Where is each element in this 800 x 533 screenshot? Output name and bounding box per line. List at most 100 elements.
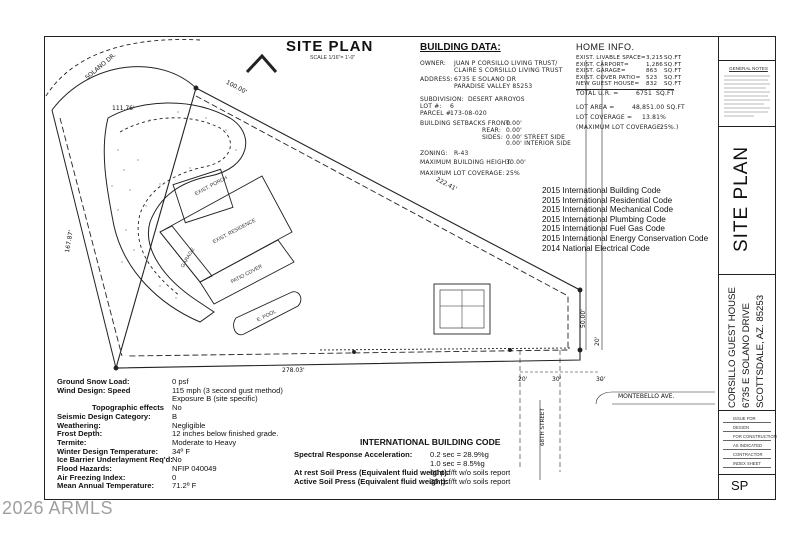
dimension-label: 20' (594, 336, 601, 346)
home-info-value: 1,286 (646, 61, 664, 68)
criteria-value: No (172, 455, 182, 465)
sides-label: SIDES: (482, 134, 504, 141)
max-coverage-label: MAXIMUM LOT COVERAGE: (420, 170, 505, 177)
divider (576, 89, 674, 90)
revision-note: CONTRACTOR (733, 452, 763, 457)
home-info-label: EXIST. COVER PATIO= (576, 74, 641, 81)
general-notes-title: GENERAL NOTES (729, 66, 768, 71)
setback-front: 0.00' (506, 120, 523, 127)
criteria-label: Topographic effects (92, 403, 165, 413)
criteria-label: Mean Annual Temperature: (57, 481, 155, 491)
plan-title: SITE PLAN (286, 38, 374, 55)
criteria-value: Moderate to Heavy (172, 437, 237, 447)
owner-label: OWNER: (420, 60, 447, 67)
exist-porch-outline (172, 168, 234, 224)
lot-value: 6 (450, 103, 455, 110)
revision-note: INDEX SHEET (733, 461, 761, 466)
home-info-unit: SQ.FT (664, 61, 682, 68)
home-info-value: 863 (646, 68, 658, 75)
setback-rear: 0.00' (506, 127, 523, 134)
criteria-value: 34º F (172, 446, 190, 456)
project-line: 6735 E SOLANO DRIVE (741, 302, 752, 408)
title-block: GENERAL NOTES SITE PLAN CORSILLO GUEST H… (718, 36, 777, 500)
home-info-unit: SQ.FT (664, 74, 682, 81)
criteria-value: 0 psf (172, 377, 189, 386)
setback-side: 0.00' STREET SIDE (506, 134, 566, 141)
home-info-unit: SQ.FT (664, 81, 682, 88)
criteria-value: 115 mph (3 second gust method) (172, 385, 283, 395)
home-info-heading: HOME INFO. (576, 42, 635, 52)
lot-boundary (115, 87, 581, 369)
criteria-value: Exposure B (site specific) (172, 394, 258, 404)
criteria-value: Negligible (172, 420, 206, 430)
home-info-value: 3,215 (646, 55, 664, 61)
project-line: SCOTTSDALE, AZ. 85253 (755, 294, 766, 408)
parcel-label: PARCEL #: (420, 110, 454, 117)
general-notes-text-lines (724, 75, 770, 117)
owner-line: CLAIRE S CORSILLO LIVING TRUST (454, 67, 563, 74)
home-info-value: 832 (646, 81, 658, 88)
revision-rule (723, 422, 771, 423)
max-height-label: MAXIMUM BUILDING HEIGHT: (420, 159, 512, 166)
revision-note: AS INDICATED (733, 443, 763, 448)
lot-coverage-label: LOT COVERAGE = (576, 114, 633, 121)
criteria-value: 0 (172, 472, 177, 482)
total-value: 6751 (636, 90, 653, 97)
code-item: 2014 National Electrical Code (542, 243, 650, 253)
active-label: Active Soil Press (Equivalent fluid weig… (294, 477, 449, 486)
criteria-label: Termite: (57, 437, 87, 447)
lot-coverage-value: 13.81% (642, 114, 667, 121)
max-lot-coverage-label: (MAXIMUM LOT COVERAGE: (576, 124, 664, 131)
north-arrow-icon (245, 53, 278, 74)
spectral-label: Spectral Response Acceleration: (294, 450, 413, 459)
building-data-heading: BUILDING DATA: (420, 42, 501, 53)
criteria-value: NFIP 040049 (172, 464, 217, 473)
code-item: 2015 International Fuel Gas Code (542, 224, 665, 234)
home-info-label: EXIST. LIVABLE SPACE= (576, 55, 646, 61)
revision-rule (723, 467, 771, 468)
criteria-value: B (172, 411, 178, 421)
rear-label: REAR: (482, 127, 502, 134)
dimension-label: 30' (596, 376, 606, 383)
subdivision-label: SUBDIVISION: (420, 96, 464, 103)
subdivision-value: DESERT ARROYOS (468, 96, 525, 103)
criteria-label: Weathering: (57, 420, 101, 430)
dimension-label: 278.03' (282, 367, 305, 374)
revision-note: ISSUE FOR (733, 416, 756, 421)
lot-area-value: 48,851.00 SQ.FT (632, 104, 685, 111)
dimension-label: 111.76' (112, 105, 135, 112)
zoning-value: R-43 (454, 150, 469, 157)
criteria-label: Ice Barrier Underlayment Req'd: (57, 455, 173, 465)
criteria-label: Flood Hazards: (57, 464, 112, 473)
plan-scale: SCALE 1/16"= 1'-0" (310, 55, 356, 61)
parcel-value: 173-08-020 (450, 110, 487, 117)
spectral-value: 1.0 sec = 8.5%g (430, 459, 485, 468)
spectral-value: 0.2 sec = 28.9%g (430, 450, 489, 459)
address-line: 6735 E SOLANO DR (454, 76, 517, 83)
active-value: 35 psf/ft w/o soils report (430, 477, 511, 486)
home-info-label: EXIST. GARAGE= (576, 68, 626, 75)
address-label: ADDRESS: (420, 76, 453, 83)
at-rest-label: At rest Soil Press (Equivalent fluid wei… (294, 468, 450, 477)
sheet-id: SP (731, 478, 749, 493)
project-line: CORSILLO GUEST HOUSE (727, 287, 738, 408)
code-item: 2015 International Plumbing Code (542, 214, 666, 224)
address-line: PARADISE VALLEY 85253 (454, 83, 533, 90)
lot-area-label: LOT AREA = (576, 104, 615, 111)
zoning-label: ZONING: (420, 150, 448, 157)
max-lot-coverage-value: 25%.) (660, 124, 679, 131)
criteria-value: 12 inches below finished grade. (172, 429, 279, 439)
total-unit: SQ.FT (656, 90, 675, 97)
home-info-value: 523 (646, 74, 658, 81)
guest-house-outline (433, 283, 491, 335)
dimension-label: 30' (552, 376, 562, 383)
total-label: TOTAL U.R. = (576, 90, 619, 97)
revision-rule (723, 440, 771, 441)
criteria-value: 71.2º F (172, 481, 197, 491)
code-item: 2015 International Residential Code (542, 195, 673, 205)
revision-rule (723, 431, 771, 432)
watermark: 2026 ARMLS (2, 498, 114, 518)
owner-line: JUAN P CORSILLO LIVING TRUST/ (454, 60, 558, 67)
